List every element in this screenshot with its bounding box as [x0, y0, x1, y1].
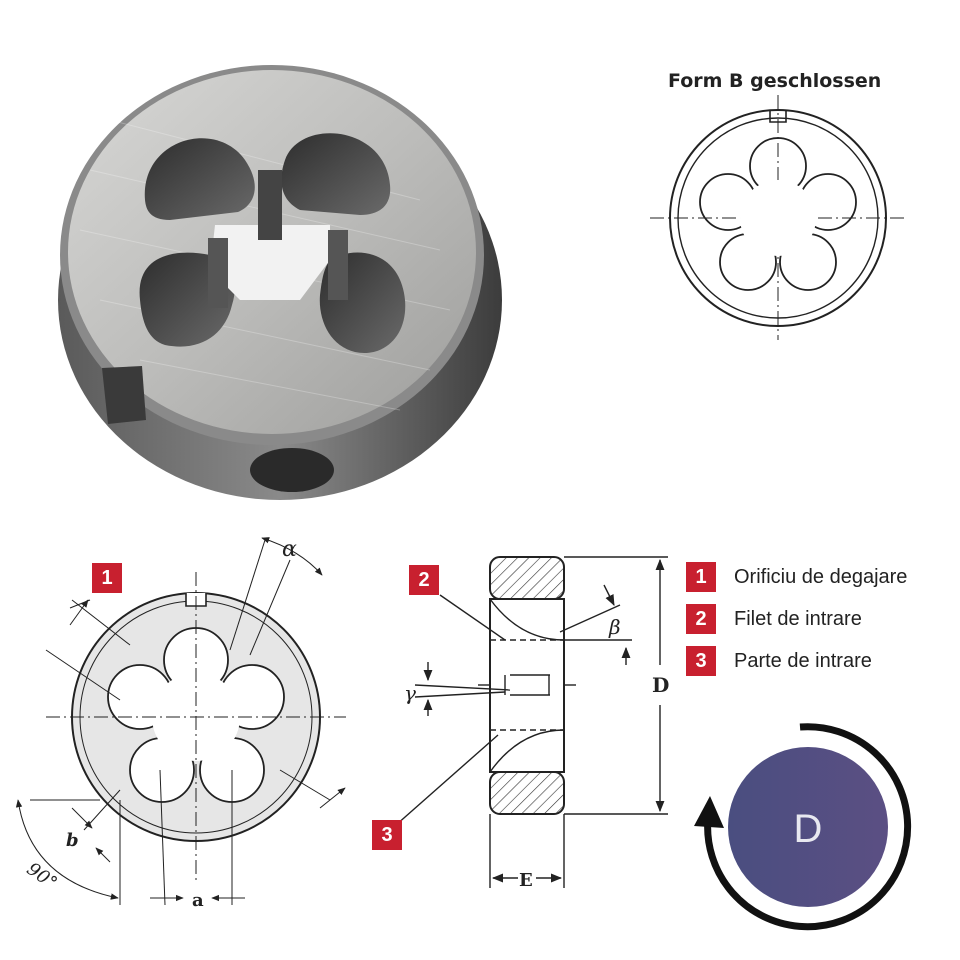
beta-label: β [608, 615, 621, 639]
callout-badge-3: 3 [372, 820, 402, 850]
ninety-label: 90° [23, 859, 61, 895]
E-dim-label: E [519, 870, 533, 891]
callout-badge-2: 2 [409, 565, 439, 595]
front-view-drawing: α 90° b a [15, 537, 346, 911]
alpha-label: α [282, 537, 297, 562]
die-side-hole [250, 448, 334, 492]
legend-badge-3: 3 [686, 646, 716, 676]
form-b-drawing [650, 95, 906, 340]
legend-badge-1: 1 [686, 562, 716, 592]
callout-badge-1: 1 [92, 563, 122, 593]
legend-label-3: Parte de intrare [734, 650, 872, 672]
legend-label-2: Filet de intrare [734, 608, 862, 630]
legend-badge-2: 2 [686, 604, 716, 634]
D-dim-label: D [652, 673, 669, 697]
die-slot [102, 366, 146, 424]
die-photo [58, 65, 502, 500]
b-label: b [66, 830, 79, 851]
gamma-label: γ [404, 681, 416, 705]
rotation-icon: D [694, 723, 912, 931]
rotation-arrow-icon [704, 723, 912, 931]
form-b-title: Form B geschlossen [668, 70, 881, 92]
a-label: a [192, 890, 204, 911]
die-flutes [139, 133, 406, 353]
rotation-letter: D [794, 807, 823, 851]
legend-label-1: Orificiu de degajare [734, 566, 908, 588]
section-view-drawing: β γ D E [395, 556, 669, 891]
